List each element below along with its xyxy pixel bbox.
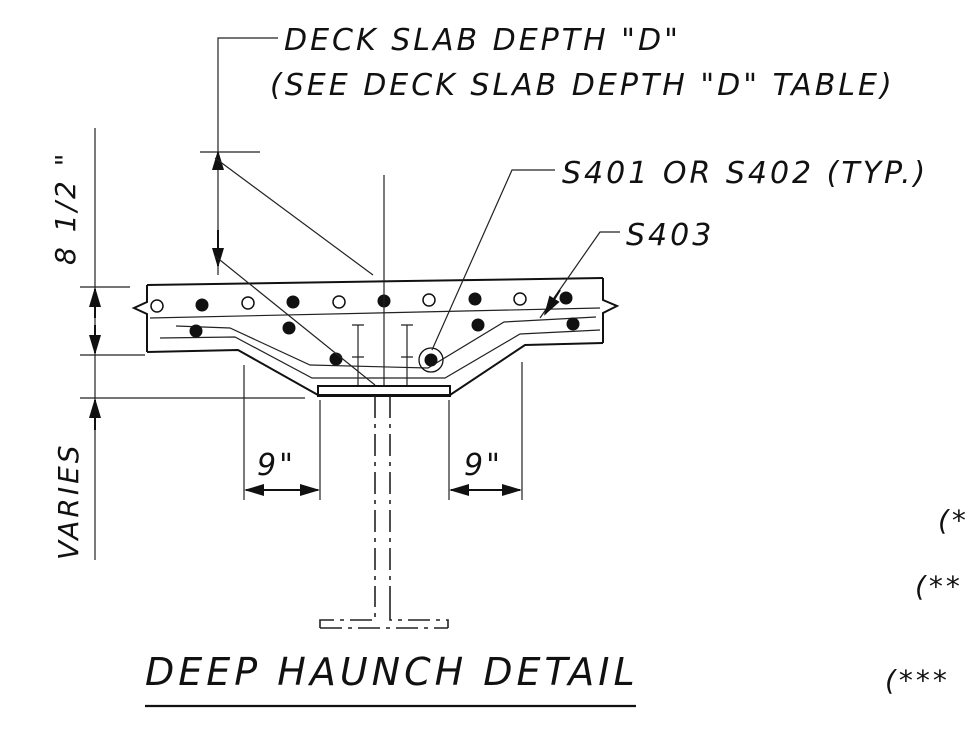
deck-depth-leader bbox=[200, 37, 376, 386]
note-3-label: (*** bbox=[885, 664, 950, 697]
slab-left-break bbox=[131, 285, 148, 352]
rebar-open bbox=[150, 299, 164, 313]
s401-leader bbox=[431, 169, 555, 351]
s403-arrow bbox=[543, 289, 561, 316]
rebar-filled bbox=[329, 352, 343, 366]
shear-studs bbox=[352, 324, 413, 385]
see-table-label: (SEE DECK SLAB DEPTH "D" TABLE) bbox=[270, 68, 895, 103]
rebar-filled bbox=[559, 291, 573, 305]
rebar-open bbox=[332, 295, 346, 309]
s403-leader bbox=[539, 231, 620, 319]
haunch-dimensions bbox=[243, 362, 523, 500]
shear-stud bbox=[352, 324, 364, 385]
deck-slab-depth-label: DECK SLAB DEPTH "D" bbox=[284, 23, 681, 58]
leader-line bbox=[217, 37, 278, 275]
rebar-filled bbox=[471, 318, 485, 332]
rebar-open bbox=[513, 292, 527, 306]
bar-s403-label: S403 bbox=[626, 218, 714, 253]
rebar-filled bbox=[286, 295, 300, 309]
top-flange bbox=[317, 385, 451, 397]
slab-bottom-haunch-edge bbox=[146, 342, 604, 396]
rebar-filled bbox=[195, 298, 209, 312]
rebar-callout-circle bbox=[418, 347, 444, 373]
detail-title: DEEP HAUNCH DETAIL bbox=[145, 650, 639, 694]
slab-top-edge bbox=[146, 277, 604, 286]
rebar-open bbox=[241, 296, 255, 310]
rebar-filled bbox=[468, 292, 482, 306]
rebar-lines bbox=[149, 307, 601, 379]
dim-varies-label: VARIES bbox=[52, 442, 85, 560]
leader-line bbox=[431, 169, 555, 351]
left-dimensions bbox=[80, 128, 305, 560]
rebar-filled bbox=[566, 317, 580, 331]
s403-bar-line bbox=[175, 316, 597, 369]
bottom-flange bbox=[319, 600, 449, 628]
slab-right-break bbox=[602, 278, 620, 343]
bottom-mat-line bbox=[159, 329, 601, 379]
dim-8-half-label: 8 1/2 " bbox=[49, 150, 82, 265]
diagonal-ref-line bbox=[214, 157, 374, 276]
rebar-open bbox=[422, 293, 436, 307]
rebar-filled bbox=[424, 353, 438, 367]
steel-girder bbox=[317, 385, 451, 629]
rebar-filled bbox=[282, 321, 296, 335]
diagonal-ref-line bbox=[214, 255, 376, 386]
shear-stud bbox=[401, 324, 413, 385]
bar-s401-s402-label: S401 OR S402 (TYP.) bbox=[562, 156, 928, 191]
leader-line bbox=[539, 231, 620, 319]
rebar-filled bbox=[189, 324, 203, 338]
note-2-label: (** bbox=[915, 570, 963, 603]
top-rebar-row bbox=[150, 291, 573, 313]
dim-9-right-label: 9" bbox=[464, 448, 503, 483]
dim-9-left-label: 9" bbox=[257, 448, 296, 483]
note-1-label: (* bbox=[938, 504, 969, 537]
top-mat-line bbox=[149, 307, 601, 319]
